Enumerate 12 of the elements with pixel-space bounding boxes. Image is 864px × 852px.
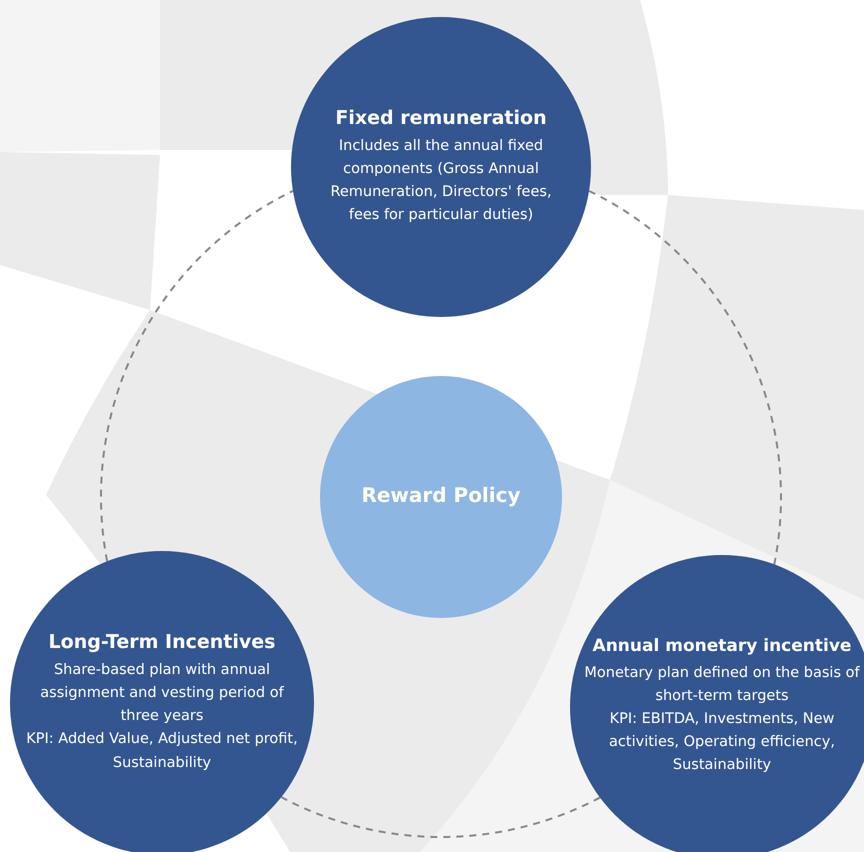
circle-description: KPI: EBITDA, Investments, New activities, Operating efficiency, Sustainability: [608, 710, 836, 776]
circle-title: Fixed remuneration: [335, 106, 547, 130]
circle-title: Long-Term Incentives: [48, 631, 276, 655]
dashed-connector: [100, 190, 294, 562]
circle-description: Includes all the annual fixed components (Gross Annual Remuneration, Directors' fees, fees for particular duties): [329, 136, 553, 226]
circle-title: Reward Policy: [361, 482, 521, 508]
dashed-connector: [588, 190, 782, 564]
circle-description: Share-based plan with annual assignment and vesting period of three years: [39, 660, 285, 726]
circle-title: Annual monetary incentive: [592, 636, 852, 658]
circle-description: Monetary plan defined on the basis of short-term targets: [583, 664, 861, 706]
circle-description: KPI: Added Value, Adjusted net profit, Sustainability: [25, 730, 299, 773]
dashed-connector: [280, 796, 600, 838]
